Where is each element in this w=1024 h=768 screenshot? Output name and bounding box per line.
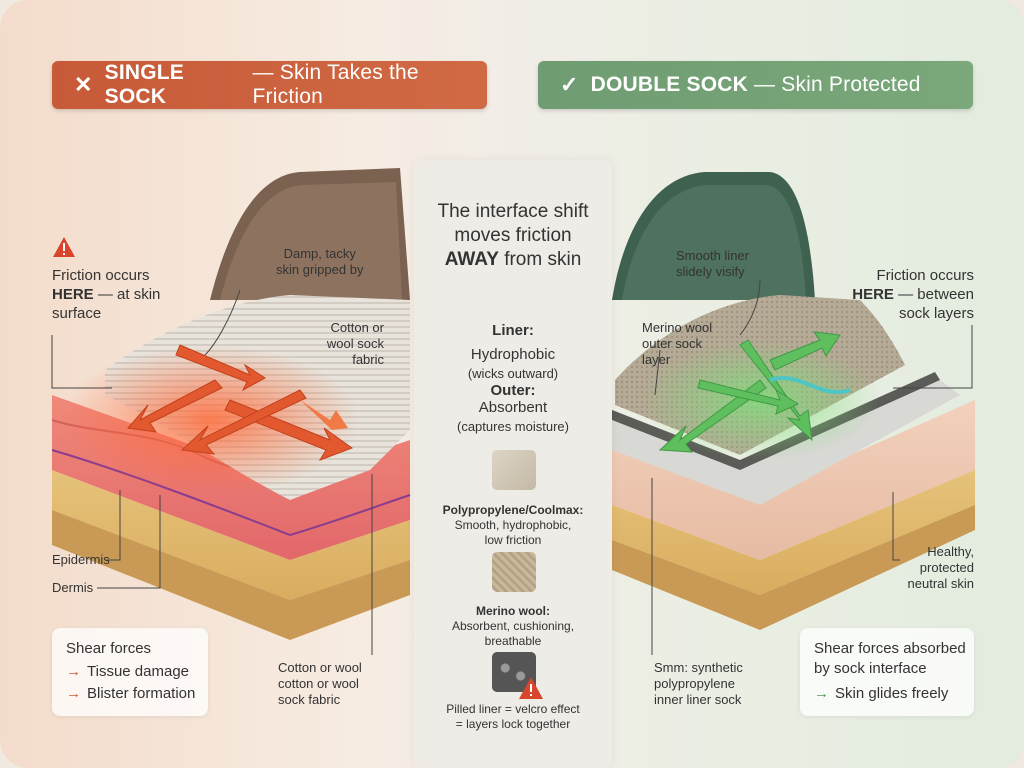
merino-line2: outer sock <box>642 336 702 351</box>
merino-line3: layer <box>642 352 671 367</box>
left-friction-rest: — at skin <box>97 286 161 303</box>
material1-desc1: Smooth, hydrophobic, <box>454 518 572 532</box>
right-here: HERE <box>852 286 894 303</box>
dermis-label: Dermis <box>52 580 94 595</box>
merino-outer-label: Merino wool outer sock layer <box>642 320 712 368</box>
right-friction-label: Friction occurs HERE — between sock laye… <box>850 266 974 323</box>
merino-swatch <box>492 552 536 592</box>
left-shear-box: Shear forces → Tissue damage → Blister for… <box>52 628 208 716</box>
material2-name: Merino wool: <box>476 604 550 618</box>
center-title-line2: moves friction <box>454 225 572 246</box>
healthy-line3: neutral skin <box>907 576 974 591</box>
material3-line2: = layers lock together <box>455 717 571 731</box>
material1-name: Polypropylene/Coolmax: <box>442 503 584 517</box>
cotton-bottom-line3: sock fabric <box>278 692 341 707</box>
material2-desc1: Absorbent, cushioning, <box>451 619 575 633</box>
arrow-right-icon: → <box>66 663 81 680</box>
material1-desc2: low friction <box>484 533 542 547</box>
double-sock-banner: ✓ DOUBLE SOCK — Skin Protected <box>538 61 973 109</box>
cotton-bottom-line1: Cotton or wool <box>278 660 362 675</box>
away-emphasis: AWAY <box>444 249 499 270</box>
epidermis-label: Epidermis <box>52 552 110 567</box>
center-title-rest: from skin <box>504 249 582 270</box>
single-sock-banner: ✕ SINGLE SOCK — Skin Takes the Friction <box>52 61 487 109</box>
outer-text2: (captures moisture) <box>457 419 569 434</box>
left-shear-item2-text: Blister formation <box>87 685 196 702</box>
inner-liner-line3: inner liner sock <box>654 692 742 707</box>
polypropylene-swatch <box>492 450 536 490</box>
check-icon: ✓ <box>560 72 579 97</box>
right-friction-arrows <box>658 331 841 453</box>
center-title-line1: The interface shift <box>437 201 589 222</box>
left-shear-item1: → Tissue damage <box>66 661 189 683</box>
damp-line1: Damp, tacky <box>283 246 356 261</box>
center-title-line3: AWAY from skin <box>414 248 612 272</box>
center-title: The interface shift moves friction AWAY … <box>414 200 612 272</box>
smooth-liner-line2: slidely visify <box>676 264 745 279</box>
left-friction-arrows <box>127 344 354 461</box>
inner-liner-label: Smm: synthetic polypropylene inner liner… <box>654 660 743 708</box>
healthy-skin-label: Healthy, protected neutral skin <box>900 544 974 592</box>
right-skin-layer <box>612 400 975 560</box>
cross-icon: ✕ <box>74 72 93 97</box>
right-shear-line1: Shear forces absorbed <box>814 640 966 657</box>
arrow-right-icon: → <box>66 685 81 702</box>
liner-text2: (wicks outward) <box>467 366 559 381</box>
right-friction-line1: Friction occurs <box>876 267 974 284</box>
right-fat-layer <box>612 470 975 595</box>
left-shear-item2: → Blister formation <box>66 683 195 705</box>
smooth-liner-label: Smooth liner slidely visify <box>676 248 749 280</box>
liner-text1: Hydrophobic <box>470 346 556 363</box>
cotton-line3: fabric <box>352 352 384 367</box>
outer-text1: Absorbent <box>478 399 548 416</box>
right-shear-box: Shear forces absorbed by sock interface … <box>800 628 974 716</box>
healthy-line1: Healthy, <box>927 544 974 559</box>
single-sock-title: SINGLE SOCK <box>104 61 185 108</box>
left-here: HERE <box>52 286 94 303</box>
right-shear-line2: by sock interface <box>814 660 927 677</box>
single-sock-subtitle: — Skin Takes the Friction <box>252 61 419 108</box>
cotton-bottom-line2: cotton or wool <box>278 676 359 691</box>
right-friction-line2: HERE — between <box>850 285 974 304</box>
left-friction-line2: HERE — at skin <box>52 285 160 304</box>
merino-line1: Merino wool <box>642 320 713 335</box>
right-shear-item: → Skin glides freely <box>814 683 948 705</box>
cotton-fabric-label: Cotton or wool sock fabric <box>326 320 384 368</box>
left-friction-label: Friction occurs HERE — at skin surface <box>52 266 160 323</box>
cotton-line1: Cotton or <box>330 320 384 335</box>
warning-triangle-icon <box>519 677 543 699</box>
left-friction-line1: Friction occurs <box>52 267 150 284</box>
material3-line1: Pilled liner = velcro effect <box>446 702 580 716</box>
double-sock-title: DOUBLE SOCK <box>590 73 749 96</box>
cotton-line2: wool sock <box>326 336 384 351</box>
left-shear-item1-text: Tissue damage <box>87 663 189 680</box>
healthy-line2: protected <box>919 560 974 575</box>
left-shear-title: Shear forces <box>66 640 152 657</box>
inner-liner-line1: Smm: synthetic <box>654 660 743 675</box>
arrow-right-icon: → <box>814 685 829 702</box>
right-friction-line3: sock layers <box>898 305 974 322</box>
warning-triangle-icon <box>53 237 75 257</box>
inner-liner-line2: polypropylene <box>654 676 735 691</box>
smooth-liner-line1: Smooth liner <box>676 248 749 263</box>
cotton-bottom-label: Cotton or wool cotton or wool sock fabri… <box>278 660 362 708</box>
right-shear-item-text: Skin glides freely <box>835 685 949 702</box>
damp-line2: skin gripped by <box>276 262 364 277</box>
double-sock-subtitle: — Skin Protected <box>754 73 921 96</box>
material2-desc2: breathable <box>484 634 542 648</box>
outer-heading: Outer: <box>490 382 536 399</box>
right-friction-rest: — between <box>898 286 974 303</box>
liner-heading: Liner: <box>492 322 534 339</box>
left-fat-layer <box>52 470 410 600</box>
damp-skin-label: Damp, tacky skin gripped by <box>276 246 363 278</box>
left-friction-line3: surface <box>52 305 102 322</box>
